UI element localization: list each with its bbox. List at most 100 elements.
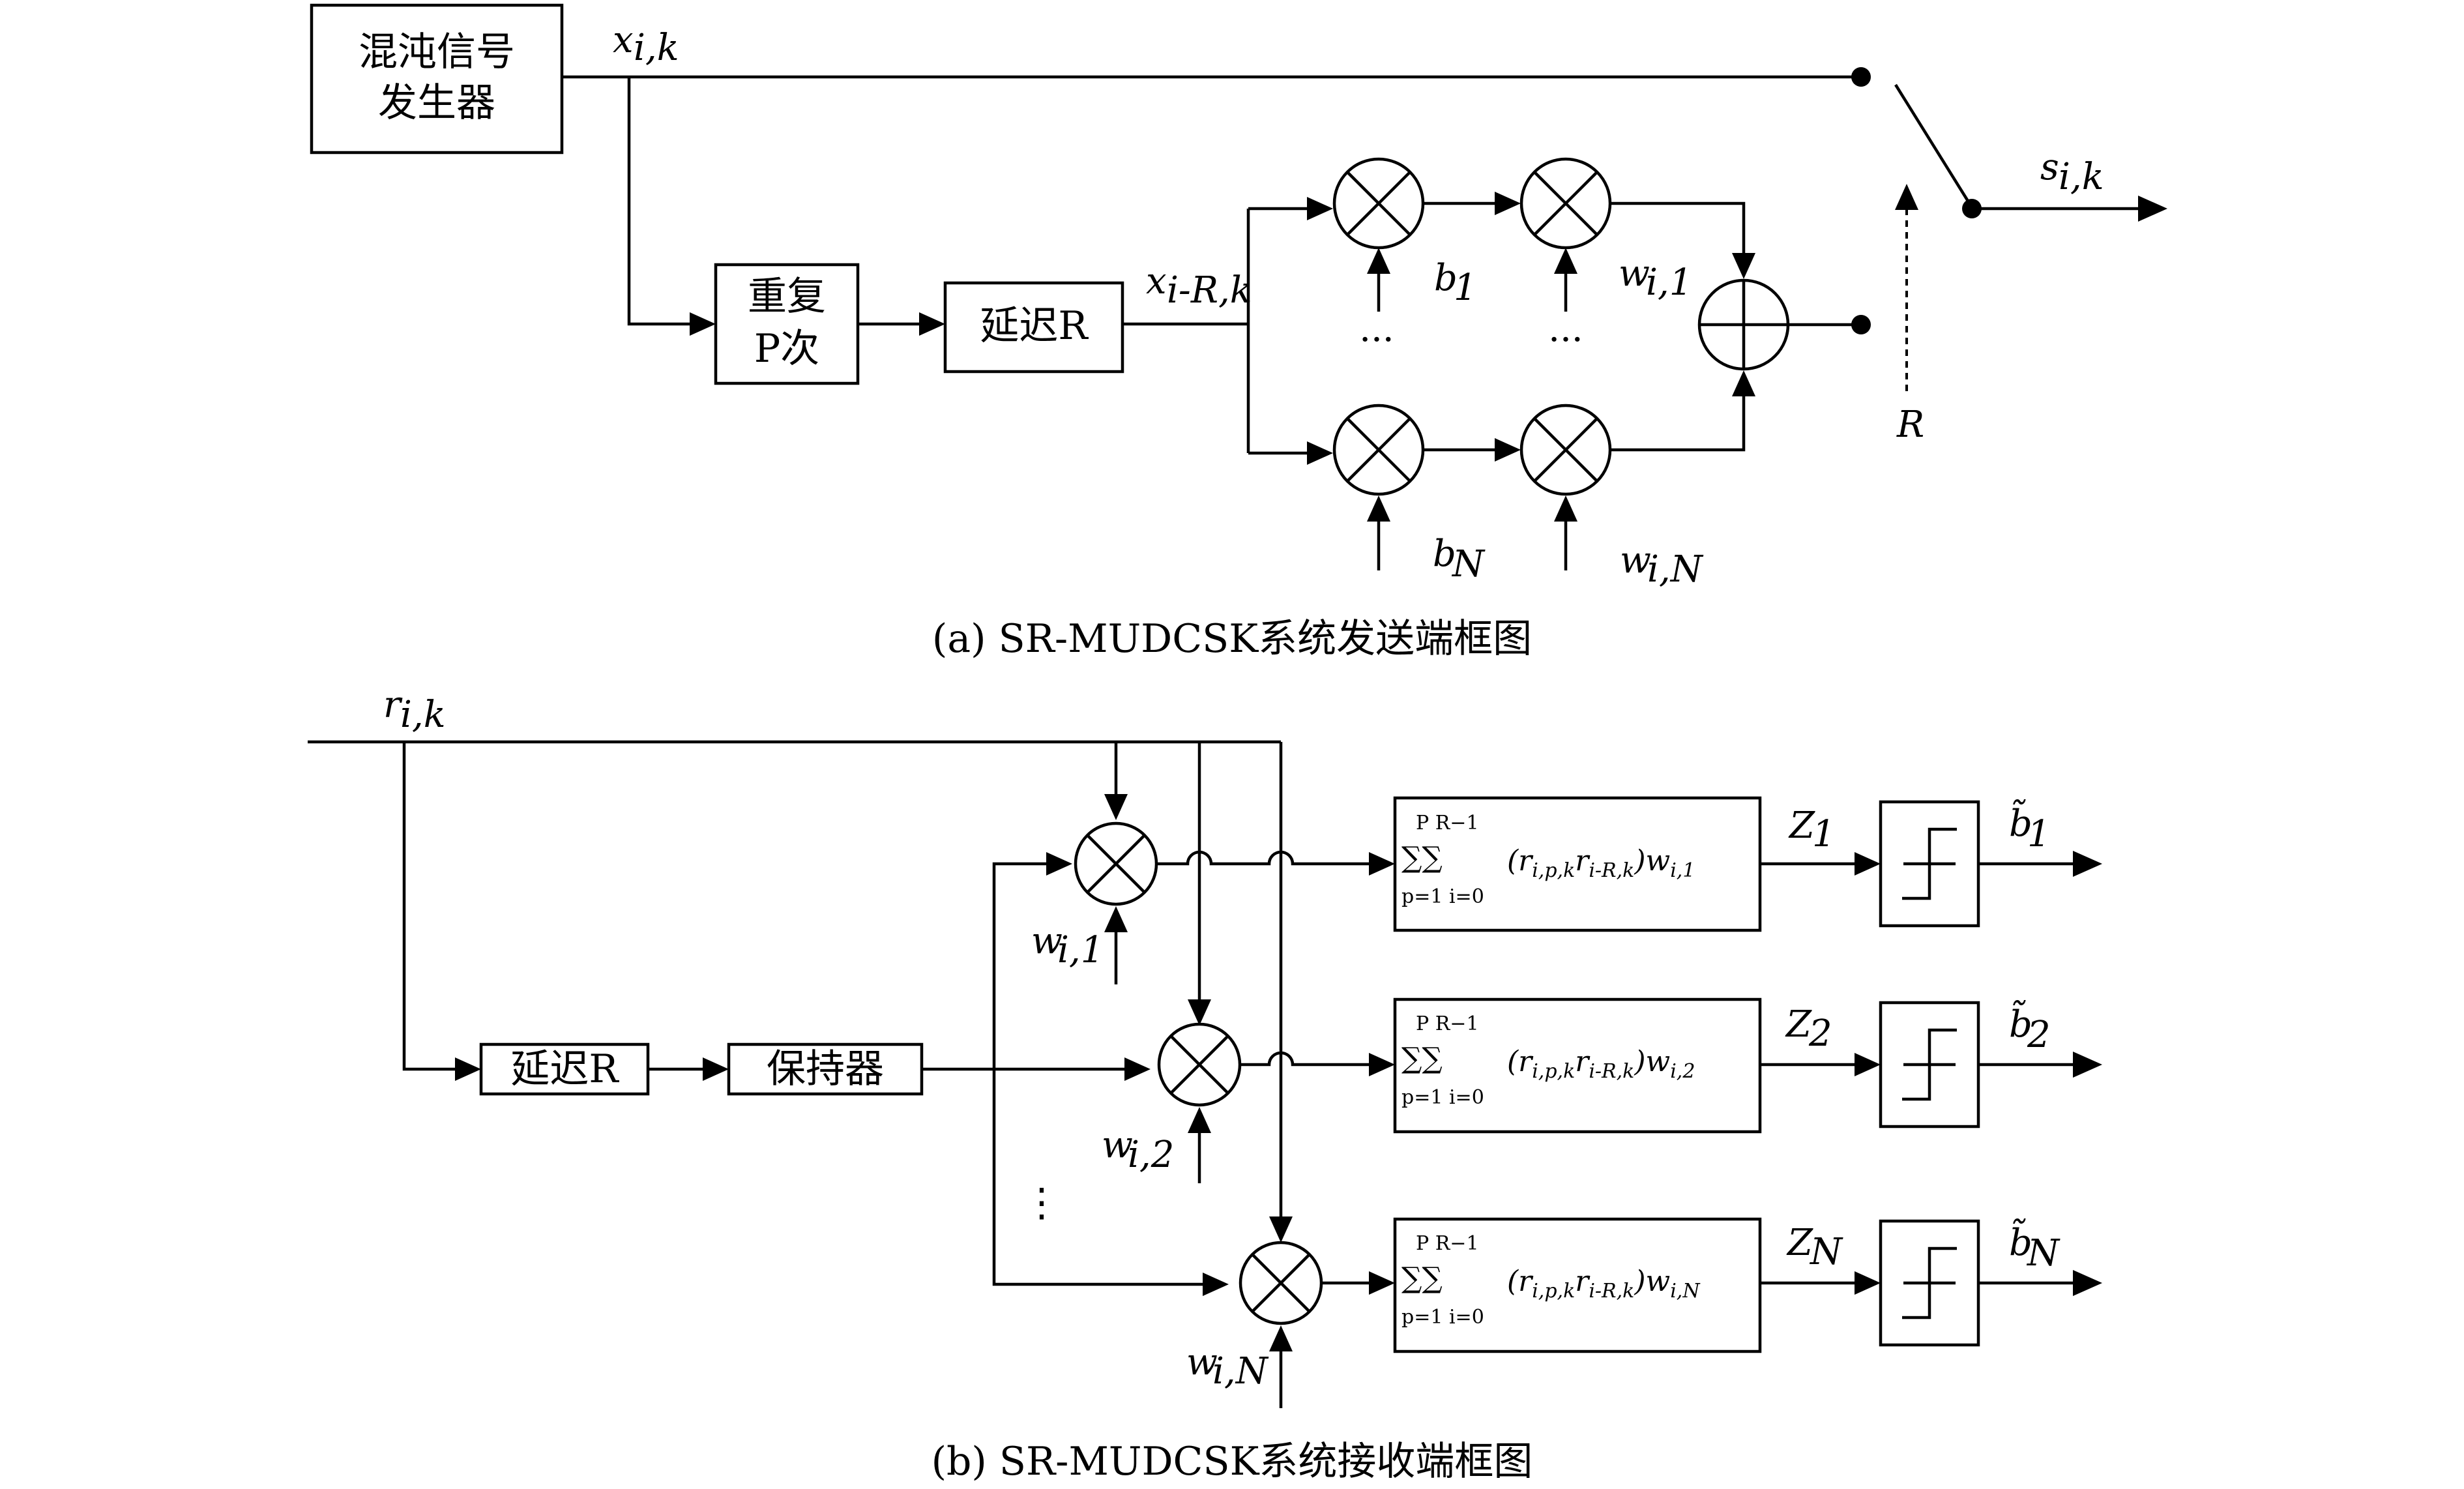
switch-contact-bottom xyxy=(1851,315,1871,334)
wi1-label-tx: w i,1 xyxy=(1619,252,1692,304)
switch-control-arrow xyxy=(1895,184,1918,210)
svg-text:1: 1 xyxy=(2027,813,2051,855)
arrow-to-sumN xyxy=(1369,1271,1395,1295)
caption-b: (b) SR-MUDCSK系统接收端框图 xyxy=(931,1439,1533,1484)
multiplier-bN xyxy=(1332,404,1425,496)
arrow-to-delay-rx xyxy=(455,1057,481,1081)
delay-label-tx: 延迟R xyxy=(980,303,1089,349)
multiplier-rx-2 xyxy=(1157,1022,1242,1107)
decision-block-2 xyxy=(1879,1001,1980,1128)
svg-text:i,N: i,N xyxy=(1212,1350,1269,1393)
switch-contact-top xyxy=(1851,67,1871,87)
svg-text:x: x xyxy=(1146,260,1167,302)
wN-label-rx: w i,N xyxy=(1186,1341,1269,1393)
svg-text:N: N xyxy=(1451,543,1486,585)
caption-a: (a) SR-MUDCSK系统发送端框图 xyxy=(932,616,1532,662)
sum-block-2: P R−1 ∑∑ p=1 i=0 (ri,p,kri-R,k)wi,2 xyxy=(1393,997,1762,1134)
svg-text:p=1 i=0: p=1 i=0 xyxy=(1401,1306,1484,1329)
multiplier-wi1 xyxy=(1519,157,1612,250)
line-wN-to-adder xyxy=(1610,391,1746,452)
svg-text:i,1: i,1 xyxy=(1057,929,1104,971)
arrow-to-sum2 xyxy=(1369,1053,1395,1076)
arrow-to-delay xyxy=(919,312,945,336)
svg-text:N: N xyxy=(2026,1232,2061,1275)
arrow-to-mult1 xyxy=(1046,852,1072,876)
svg-text:b: b xyxy=(1433,533,1456,575)
delay-label-rx: 延迟R xyxy=(510,1046,619,1092)
x-ik-label: x i,k xyxy=(613,19,679,69)
switch-control-R-label: R xyxy=(1896,404,1924,446)
svg-text:2: 2 xyxy=(1808,1012,1832,1055)
dots-b: ··· xyxy=(1359,319,1394,361)
arrow-to-decisionN xyxy=(1855,1271,1881,1295)
svg-text:1: 1 xyxy=(1812,813,1836,855)
multiplier-rx-1 xyxy=(1074,821,1158,906)
r-ik-label: r i,k xyxy=(383,684,446,736)
w1-label-rx: w i,1 xyxy=(1031,920,1104,971)
arrow-w2-input-rx xyxy=(1188,1107,1211,1133)
b1-label: b 1 xyxy=(1434,257,1477,309)
arrow-tap-multN xyxy=(1269,1216,1293,1243)
bN-label: b N xyxy=(1433,533,1486,585)
arrow-wiN-input xyxy=(1554,495,1577,522)
line-mult1-to-sum1 xyxy=(1156,850,1379,866)
svg-text:i,k: i,k xyxy=(2059,156,2104,198)
svg-text:s: s xyxy=(2040,146,2059,188)
svg-text:P R−1: P R−1 xyxy=(1416,1232,1479,1255)
bus-to-multN xyxy=(992,1069,1212,1286)
svg-text:2: 2 xyxy=(2027,1014,2051,1056)
hold-block: 保持器 xyxy=(727,1042,924,1096)
output-arrow-2 xyxy=(2073,1052,2102,1078)
chaos-generator-label-line1: 混沌信号 xyxy=(359,29,515,75)
arrow-w1-input-rx xyxy=(1104,906,1128,932)
line-mult2-to-sum2 xyxy=(1240,1051,1379,1067)
svg-text:b̃: b̃ xyxy=(2009,1000,2032,1046)
branch-to-delay-rx xyxy=(402,742,466,1071)
svg-text:i,1: i,1 xyxy=(1646,261,1692,304)
line-w1-to-adder xyxy=(1610,201,1746,261)
arrow-to-decision2 xyxy=(1855,1053,1881,1076)
repeat-label-line2: P次 xyxy=(754,326,819,372)
branch-line-to-repeat xyxy=(627,77,707,326)
multiplier-wiN xyxy=(1519,404,1612,496)
svg-text:Z: Z xyxy=(1786,1222,1813,1264)
svg-text:w: w xyxy=(1620,539,1651,582)
repeat-label-line1: 重复 xyxy=(748,274,826,319)
svg-text:i,N: i,N xyxy=(1647,548,1704,591)
multiplier-b1 xyxy=(1332,157,1425,250)
bt1-label: b̃ 1 xyxy=(2009,799,2051,855)
arrow-b1-input xyxy=(1367,248,1390,274)
svg-text:∑∑: ∑∑ xyxy=(1401,1042,1443,1075)
svg-text:i,k: i,k xyxy=(400,694,446,736)
sum-expr-2: (ri,p,kri-R,k)wi,2 xyxy=(1507,1045,1695,1083)
output-arrow-N xyxy=(2073,1270,2102,1296)
svg-text:P R−1: P R−1 xyxy=(1416,812,1479,834)
x-iRk-label: x i-R,k xyxy=(1146,260,1252,312)
arrow-to-hold xyxy=(703,1057,729,1081)
svg-text:i-R,k: i-R,k xyxy=(1167,269,1252,312)
arrow-to-mult-wN xyxy=(1495,438,1521,462)
output-arrow xyxy=(2138,196,2167,222)
Z2-label: Z 2 xyxy=(1785,1003,1832,1055)
svg-text:w: w xyxy=(1102,1124,1133,1166)
arrow-bN-input xyxy=(1367,495,1390,522)
receiver-diagram: r i,k 延迟R 保持器 ⋮ xyxy=(308,684,2102,1484)
bt2-label: b̃ 2 xyxy=(2009,1000,2051,1056)
ZN-label: Z N xyxy=(1786,1222,1843,1273)
svg-text:r: r xyxy=(383,684,403,726)
arrow-wN-to-adder xyxy=(1732,370,1755,396)
svg-text:N: N xyxy=(1809,1231,1843,1273)
decision-block-N xyxy=(1879,1219,1980,1347)
svg-text:Z: Z xyxy=(1785,1003,1812,1046)
svg-text:b̃: b̃ xyxy=(2009,799,2032,845)
chaos-generator-label-line2: 发生器 xyxy=(378,80,495,126)
arrow-tap-mult1 xyxy=(1104,794,1128,820)
chaos-generator-block: 混沌信号 发生器 xyxy=(310,3,564,155)
bus-to-mult1 xyxy=(992,862,1056,1069)
repeat-p-block: 重复 P次 xyxy=(714,263,860,385)
output-arrow-1 xyxy=(2073,851,2102,877)
svg-text:p=1 i=0: p=1 i=0 xyxy=(1401,1086,1484,1109)
svg-text:p=1 i=0: p=1 i=0 xyxy=(1401,885,1484,908)
svg-text:∑∑: ∑∑ xyxy=(1401,841,1443,874)
arrow-tap-mult2 xyxy=(1188,999,1211,1025)
